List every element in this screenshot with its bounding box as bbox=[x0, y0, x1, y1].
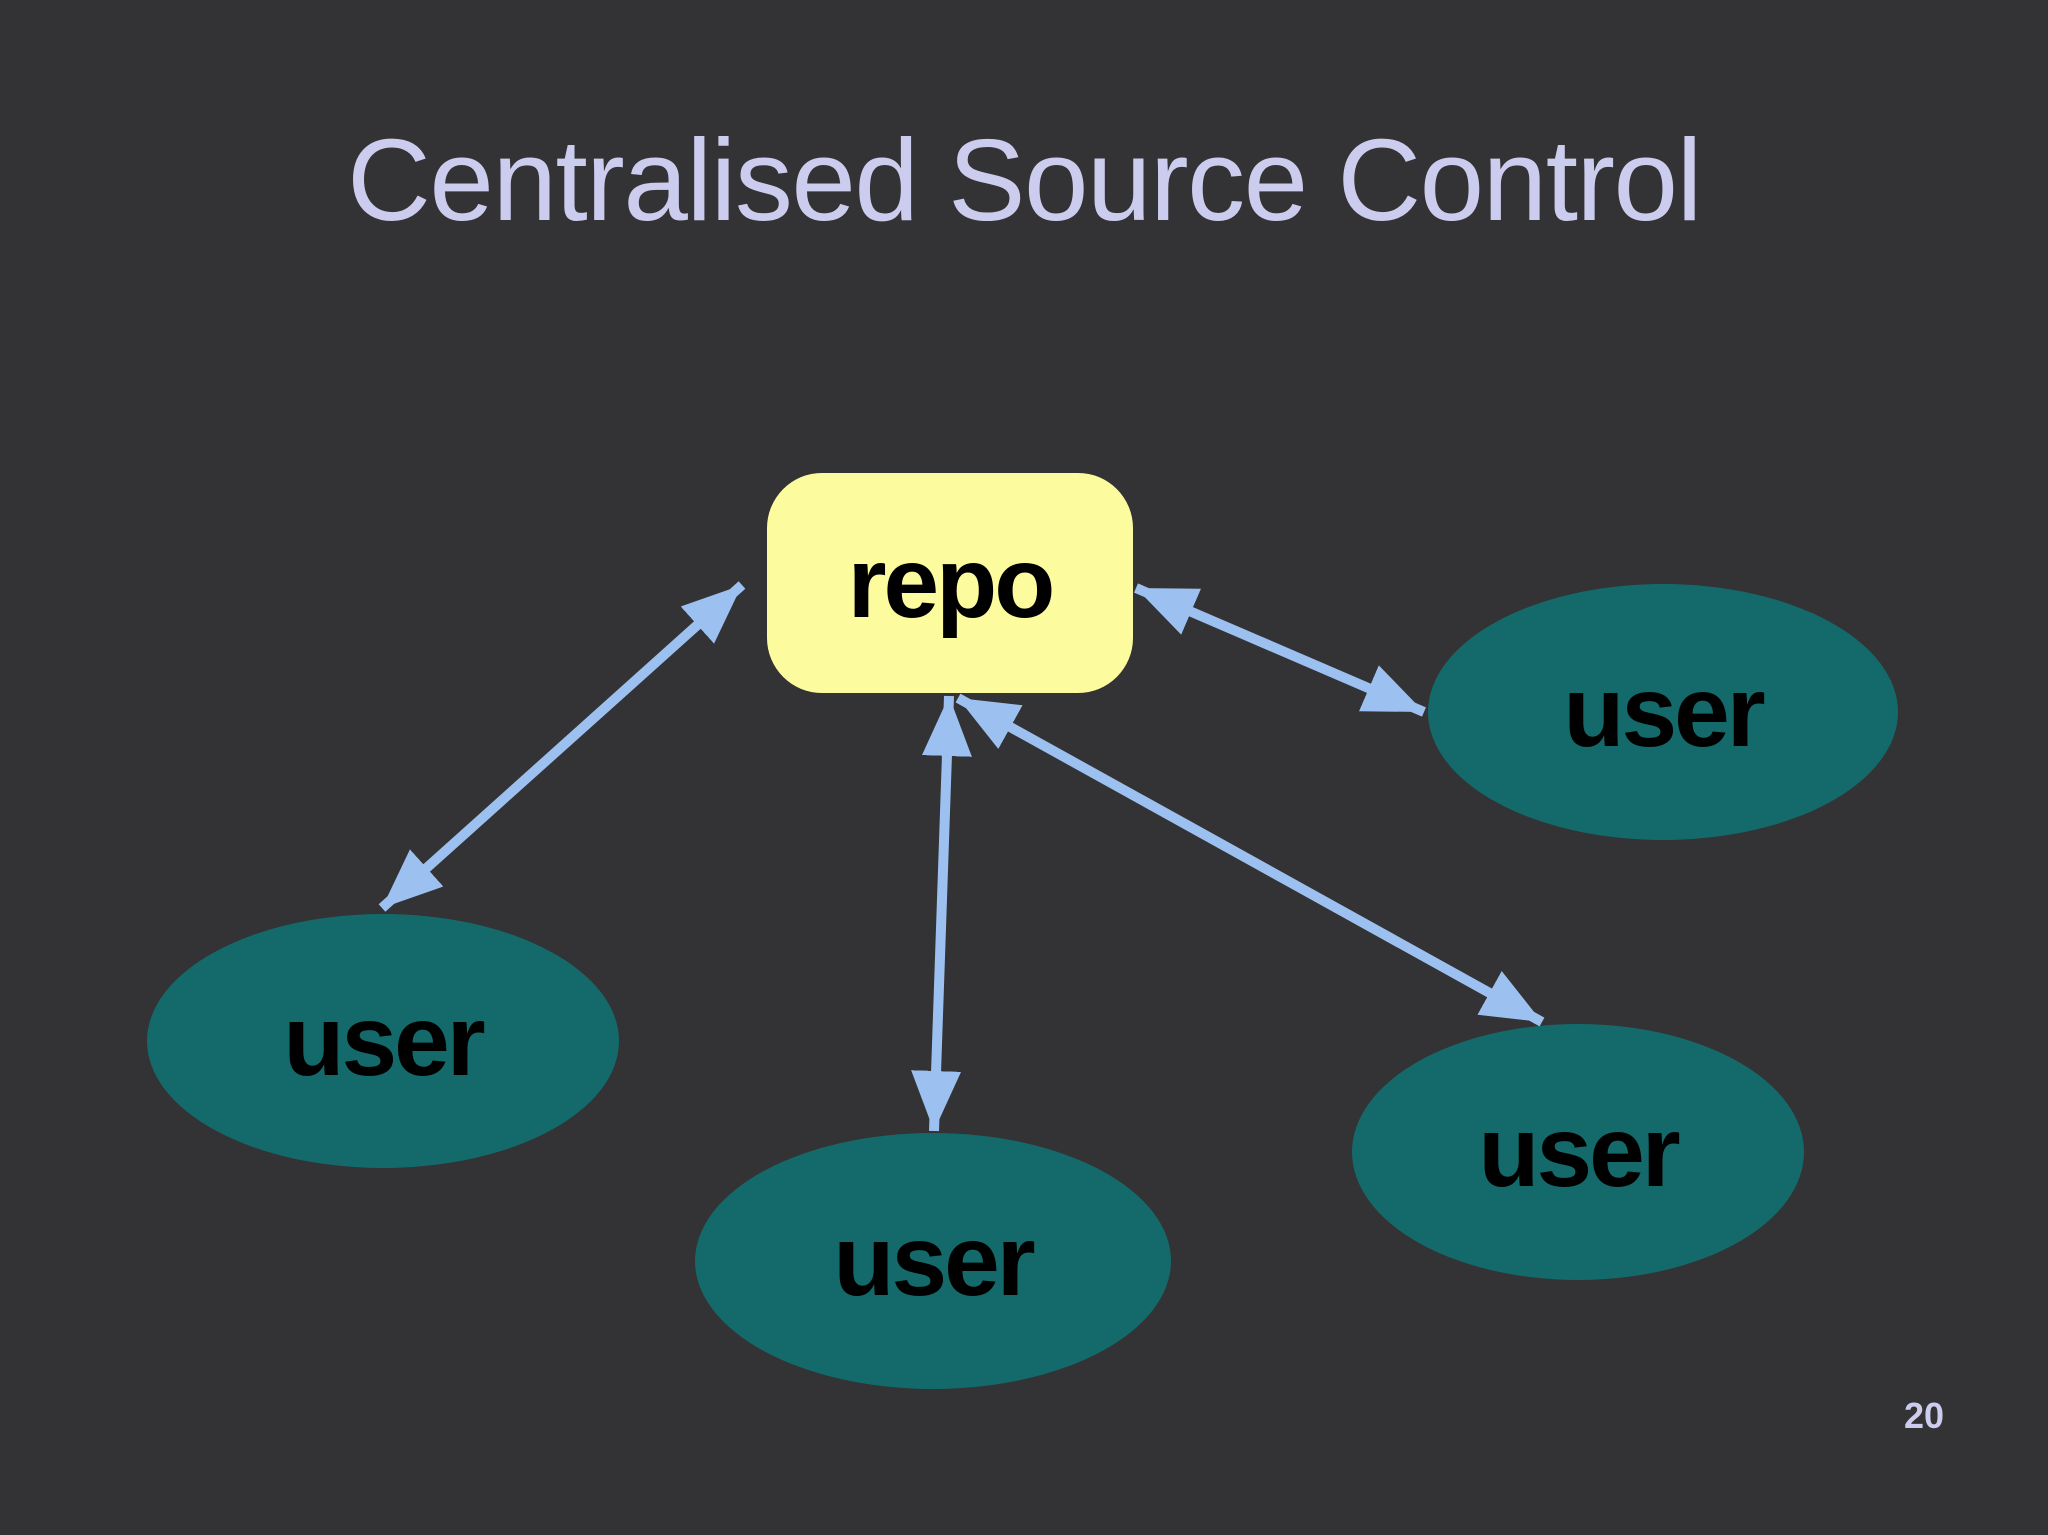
arrow-repo-user-top-right bbox=[1134, 583, 1426, 717]
user-node-left: user bbox=[147, 914, 619, 1168]
user-node-label: user bbox=[283, 985, 485, 1097]
repo-node-label: repo bbox=[847, 527, 1056, 639]
page-number: 20 bbox=[1903, 1395, 1944, 1436]
arrow-repo-user-bottom-middle bbox=[911, 695, 972, 1132]
user-node-bottom-right: user bbox=[1352, 1024, 1804, 1280]
user-node-label: user bbox=[833, 1205, 1035, 1317]
user-node-label: user bbox=[1563, 656, 1765, 768]
arrow-repo-user-left bbox=[378, 581, 746, 912]
repo-node: repo bbox=[767, 473, 1133, 693]
user-node-label: user bbox=[1478, 1096, 1680, 1208]
user-node-top-right: user bbox=[1428, 584, 1898, 840]
user-node-bottom-middle: user bbox=[695, 1133, 1171, 1389]
slide-title: Centralised Source Control bbox=[347, 115, 1702, 245]
